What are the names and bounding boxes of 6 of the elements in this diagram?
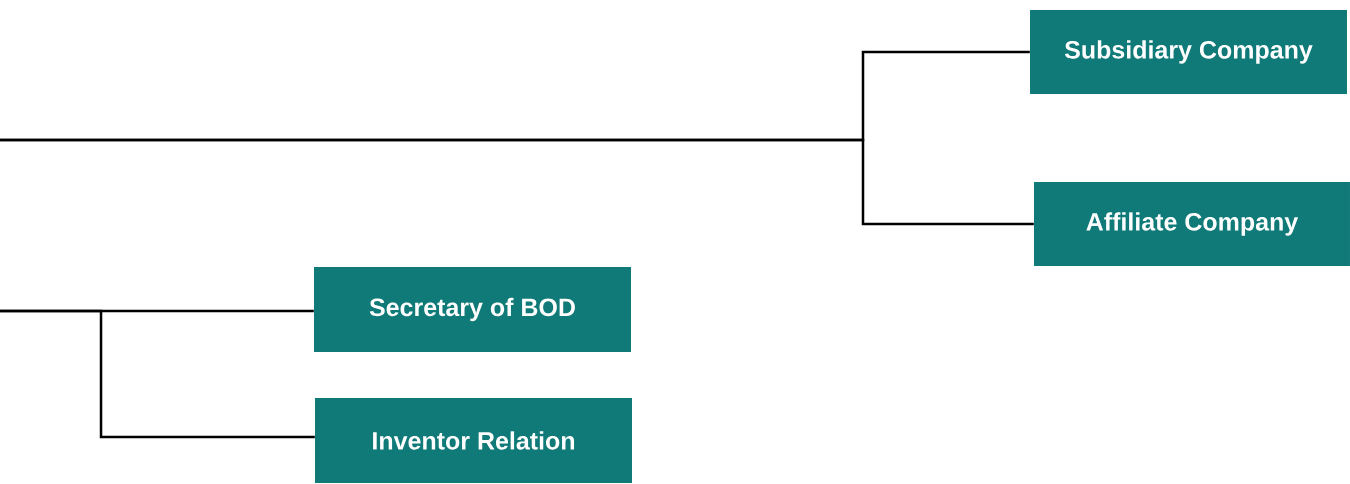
- org-box: Affiliate Company: [1034, 182, 1350, 266]
- connector-line: [0, 138, 1034, 226]
- connector-line: [0, 309, 315, 439]
- org-box: Inventor Relation: [315, 398, 632, 483]
- org-box: Subsidiary Company: [1030, 10, 1347, 94]
- org-box: Secretary of BOD: [314, 267, 631, 352]
